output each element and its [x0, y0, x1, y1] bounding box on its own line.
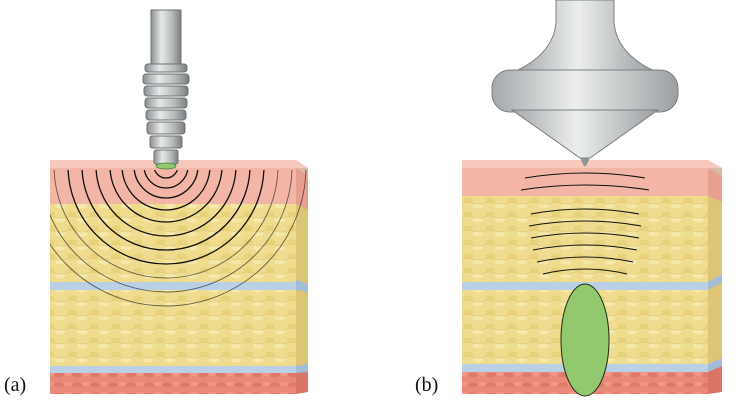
wave-arc	[109, 170, 223, 223]
focal-zone	[560, 283, 610, 397]
probe-b	[491, 0, 679, 166]
skin-layer-a	[50, 168, 296, 204]
panel-b: (b)	[415, 0, 722, 397]
wave-arc	[50, 170, 307, 307]
skin-top-face-a	[50, 160, 308, 168]
probe-a-shaft	[150, 9, 182, 69]
wave-arc	[532, 244, 638, 251]
wave-arc	[528, 220, 642, 227]
probe-a	[142, 9, 190, 170]
skin-top-face-b	[462, 160, 722, 168]
fascia-a-1	[50, 282, 296, 290]
wave-arc	[81, 170, 251, 251]
focused-waves-b	[520, 172, 650, 275]
muscle-layer-a	[50, 373, 296, 394]
wave-arc	[530, 208, 640, 215]
wave-arc	[50, 170, 293, 293]
probe-a-tip-element	[155, 162, 177, 170]
tissue-block-a	[50, 160, 308, 394]
wave-arc	[121, 170, 211, 211]
probe-b-cone	[510, 109, 660, 159]
wave-arc	[143, 170, 189, 189]
wave-arc	[542, 268, 628, 275]
fascia-a-2	[50, 366, 296, 373]
panel-a: (a)	[4, 9, 308, 396]
wave-arc	[133, 170, 199, 199]
wave-arc	[536, 256, 634, 263]
panel-label-b: (b)	[415, 374, 438, 396]
probe-b-neck	[517, 0, 653, 71]
probe-b-body	[491, 69, 679, 113]
wave-arc	[524, 172, 646, 179]
wave-arc	[53, 170, 279, 279]
skin-layer-b	[462, 168, 708, 196]
fat-layer-a-1	[50, 204, 296, 282]
wave-arc	[530, 232, 640, 239]
fat-layer-a-2	[50, 290, 296, 366]
wave-arc	[520, 184, 650, 191]
fat-layer-b-1	[462, 196, 708, 282]
wave-arc	[67, 170, 265, 265]
wave-arc	[154, 170, 178, 179]
wave-arc	[95, 170, 237, 237]
panel-label-a: (a)	[4, 374, 26, 396]
ultrasound-waves-a	[50, 170, 307, 307]
